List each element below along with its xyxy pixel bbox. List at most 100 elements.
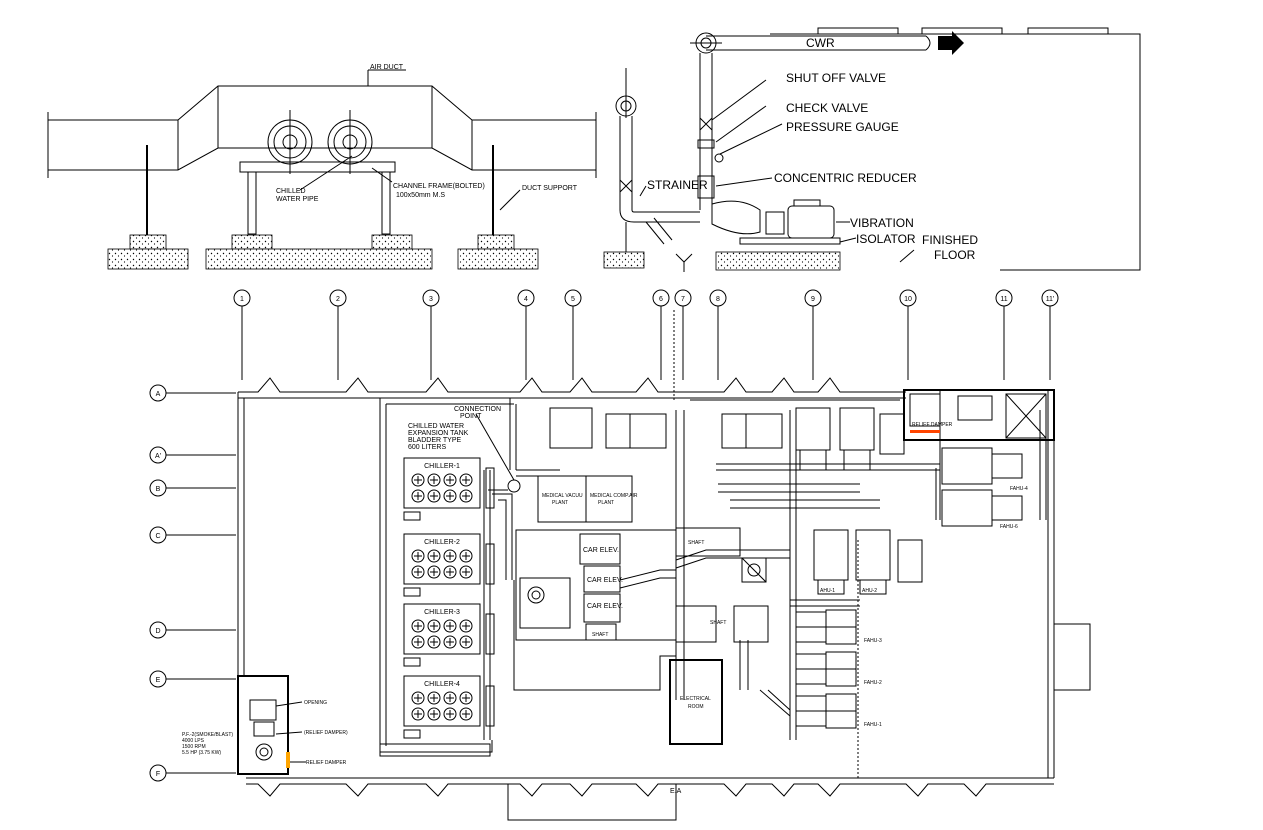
pump-detail: CWR SHUT OFF VALVE CHE	[603, 27, 1141, 272]
fahu-label: FAHU-2	[864, 680, 882, 686]
grid-column-bubble: 11	[995, 289, 1013, 380]
fan-icon	[411, 489, 425, 503]
shaft-label-2: SHAFT	[688, 540, 704, 546]
fan-icon	[411, 707, 425, 721]
ahu-1-label: AHU-1	[820, 588, 835, 594]
fan-icon	[443, 565, 457, 579]
fahu-unit: FAHU-2	[795, 651, 882, 687]
fan-icon	[443, 635, 457, 649]
grid-column-label: 3	[429, 296, 433, 303]
fan-icon	[443, 473, 457, 487]
fan-icon	[411, 635, 425, 649]
car-elev-label-2: CAR ELEV.	[587, 577, 623, 584]
chiller-label: CHILLER-3	[424, 609, 460, 616]
grid-column-bubble: 2	[329, 289, 347, 380]
fan-icon	[459, 691, 473, 705]
grid-row-bubble: F	[149, 764, 236, 782]
cwr-label: CWR	[806, 36, 835, 50]
fan-icon	[459, 619, 473, 633]
relief-damper-label-2: (RELIEF DAMPER)	[304, 730, 348, 736]
medical-compair-label: MEDICAL COMP.AIR	[590, 493, 638, 499]
duct-support-label: DUCT SUPPORT	[522, 185, 578, 192]
fan-icon	[411, 473, 425, 487]
grid-column-bubble: 3	[422, 289, 440, 380]
fan-icon	[443, 549, 457, 563]
plant-room: CONNECTION POINT CHILLED WATER EXPANSION…	[379, 397, 769, 757]
fan-icon	[427, 473, 441, 487]
flow-arrow-icon	[938, 31, 964, 55]
medical-vacuum-label: MEDICAL VACUU	[542, 493, 583, 499]
relief-damper-label-top: RELIEF DAMPER	[912, 422, 953, 428]
grid-column-bubble: 9	[804, 289, 822, 380]
grid-row-bubble: E	[149, 670, 236, 688]
channel-frame-label-1: CHANNEL FRAME(BOLTED)	[393, 183, 485, 190]
chiller-unit: CHILLER-3	[403, 603, 495, 667]
grid-row-bubble: B	[149, 479, 236, 497]
fan-icon	[443, 619, 457, 633]
grid-row-label: D	[155, 628, 160, 635]
grid-row-bubble: A	[149, 384, 236, 402]
fan-icon	[443, 691, 457, 705]
grid-column-label: 10	[904, 296, 912, 303]
strainer-label: STRAINER	[647, 178, 708, 192]
grid-row-bubble: A'	[149, 446, 236, 464]
isolator-label: ISOLATOR	[856, 232, 916, 246]
connection-point-label: CONNECTION	[454, 406, 501, 413]
fan-icon	[427, 707, 441, 721]
grid-row-label: E	[156, 677, 161, 684]
relief-damper-label: RELIEF DAMPER	[306, 760, 347, 766]
grid-column-label: 1	[240, 296, 244, 303]
grid-column-label: 7	[681, 296, 685, 303]
hvac-equipment: AHU-1 AHU-2 FAHU-4 FAHU-6 FAHU-3FAHU-2FA…	[516, 389, 1055, 740]
fahu-unit: FAHU-3	[795, 609, 882, 645]
pf-note-4: 5.5 HP (3.75 KW)	[182, 750, 221, 756]
grid-row-label: B	[156, 486, 161, 493]
floor-label: FLOOR	[934, 248, 976, 262]
pf-note-3: 1500 RPM	[182, 744, 206, 750]
grid-column-bubble: 10	[899, 289, 917, 380]
grid-column-label: 2	[336, 296, 340, 303]
svg-text:PLANT: PLANT	[552, 500, 568, 506]
grid-column-label: 8	[716, 296, 720, 303]
fan-icon	[411, 619, 425, 633]
opening-label: OPENING	[304, 700, 327, 706]
shaft-label-1: SHAFT	[592, 632, 608, 638]
electrical-room-label: ELECTRICAL	[680, 696, 711, 702]
finished-label: FINISHED	[922, 233, 978, 247]
fan-icon	[459, 489, 473, 503]
grid-column-label: 11	[1000, 296, 1007, 303]
chiller-label: CHILLER-2	[424, 539, 460, 546]
grid-column-bubble: 6	[652, 289, 670, 380]
chilled-water-pipe-icon	[267, 110, 373, 174]
grid-column-bubble: 1	[233, 289, 251, 380]
shut-off-valve-icon	[699, 117, 713, 131]
chiller-unit: CHILLER-2	[403, 533, 495, 597]
fan-icon	[459, 473, 473, 487]
pressure-gauge-label: PRESSURE GAUGE	[786, 120, 899, 134]
grid-column-bubble: 4	[517, 289, 535, 380]
ahu-2-label: AHU-2	[862, 588, 877, 594]
air-duct-label: AIR DUCT	[370, 64, 404, 71]
fan-room: OPENING (RELIEF DAMPER) RELIEF DAMPER P.…	[182, 675, 348, 775]
grid-row-label: F	[156, 771, 160, 778]
ahu-middle-row: AHU-1 AHU-2	[813, 529, 923, 595]
chilled-water-pipe-label-2: WATER PIPE	[276, 196, 319, 203]
fahu-right: FAHU-4 FAHU-6	[941, 447, 1028, 530]
grid-row-label: A	[156, 391, 161, 398]
fan-icon	[427, 691, 441, 705]
grid-column-label: 5	[571, 296, 575, 303]
chiller-label: CHILLER-1	[424, 463, 460, 470]
ahu-upper-row	[549, 407, 905, 471]
svg-text:POINT: POINT	[460, 413, 482, 420]
row-grid: A A' B C D E F	[149, 384, 236, 782]
fan-icon	[427, 565, 441, 579]
fan-icon	[459, 707, 473, 721]
grid-row-bubble: C	[149, 526, 236, 544]
shaft-label-3: SHAFT	[710, 620, 726, 626]
svg-text:ROOM: ROOM	[688, 704, 704, 710]
duct-support-detail: AIR DUCT CHILLED WATER PIPE CHANNEL FRAM…	[47, 64, 597, 270]
fan-icon	[443, 489, 457, 503]
fahu-unit: FAHU-1	[795, 693, 882, 729]
